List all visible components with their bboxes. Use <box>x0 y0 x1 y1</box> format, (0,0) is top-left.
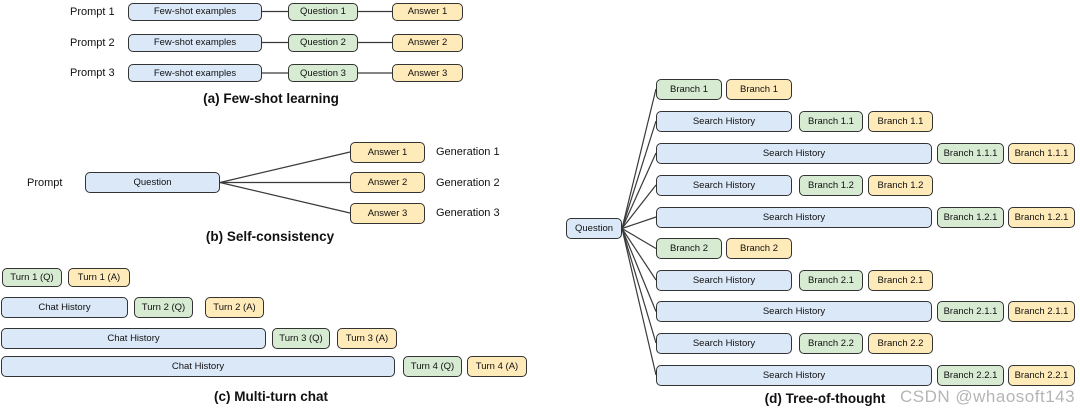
turn-a-box: Turn 3 (A) <box>337 328 397 349</box>
caption-few-shot: (a) Few-shot learning <box>203 91 339 106</box>
turn-q-box: Turn 2 (Q) <box>134 297 193 318</box>
generation-label: Generation 1 <box>436 146 500 158</box>
question-box: Question 1 <box>288 2 358 21</box>
caption-tree-of-thought: (d) Tree-of-thought <box>764 391 886 406</box>
turn-q-box: Turn 4 (Q) <box>403 356 462 377</box>
branch-a-box: Branch 1 <box>726 78 792 100</box>
watermark: CSDN @whaosoft143 <box>900 387 1076 406</box>
generation-label: Generation 3 <box>436 207 500 219</box>
chat-history-box: Chat History <box>1 356 395 377</box>
prompt-label: Prompt 2 <box>70 36 115 49</box>
branch-q-box: Branch 1.2 <box>799 174 863 196</box>
branch-q-box: Branch 2.2.1 <box>937 364 1004 386</box>
generation-label: Generation 2 <box>436 176 500 189</box>
turn-a-box: Turn 4 (A) <box>467 356 527 377</box>
few-shot-examples-box: Few-shot examples <box>128 2 262 21</box>
search-history-box: Search History <box>656 174 792 196</box>
branch-q-box: Branch 1.2.1 <box>937 206 1004 228</box>
answer-box: Answer 3 <box>350 202 425 224</box>
prompt-label: Prompt <box>27 176 63 189</box>
branch-a-box: Branch 2 <box>726 238 792 259</box>
branch-a-box: Branch 1.2 <box>868 174 933 196</box>
turn-a-box: Turn 1 (A) <box>68 268 130 287</box>
branch-a-box: Branch 1.1 <box>868 110 933 132</box>
branch-a-box: Branch 2.2 <box>868 332 933 354</box>
branch-q-box: Branch 2.1 <box>799 269 863 291</box>
answer-box: Answer 1 <box>350 141 425 163</box>
branch-a-box: Branch 1.2.1 <box>1008 206 1075 228</box>
branch-q-box: Branch 1 <box>656 78 722 100</box>
branch-q-box: Branch 1.1.1 <box>937 142 1004 164</box>
branch-q-box: Branch 1.1 <box>799 110 863 132</box>
turn-q-box: Turn 1 (Q) <box>2 268 62 287</box>
search-history-box: Search History <box>656 110 792 132</box>
answer-box: Answer 1 <box>392 2 463 21</box>
branch-q-box: Branch 2.1.1 <box>937 301 1004 322</box>
search-history-box: Search History <box>656 269 792 291</box>
few-shot-examples-box: Few-shot examples <box>128 64 262 82</box>
question-box: Question <box>85 172 220 193</box>
branch-a-box: Branch 2.2.1 <box>1008 364 1075 386</box>
branch-q-box: Branch 2 <box>656 238 722 259</box>
question-box: Question <box>566 218 622 239</box>
search-history-box: Search History <box>656 206 932 228</box>
search-history-box: Search History <box>656 364 932 386</box>
question-box: Question 3 <box>288 64 358 82</box>
search-history-box: Search History <box>656 301 932 322</box>
answer-box: Answer 2 <box>392 33 463 52</box>
answer-box: Answer 2 <box>350 172 425 193</box>
chat-history-box: Chat History <box>1 328 266 349</box>
prompt-label: Prompt 3 <box>70 67 115 79</box>
branch-a-box: Branch 2.1.1 <box>1008 301 1075 322</box>
branch-a-box: Branch 1.1.1 <box>1008 142 1075 164</box>
turn-q-box: Turn 3 (Q) <box>272 328 330 349</box>
prompt-label: Prompt 1 <box>70 5 115 18</box>
few-shot-examples-box: Few-shot examples <box>128 33 262 52</box>
branch-q-box: Branch 2.2 <box>799 332 863 354</box>
caption-multi-turn: (c) Multi-turn chat <box>214 389 328 404</box>
turn-a-box: Turn 2 (A) <box>205 297 264 318</box>
question-box: Question 2 <box>288 33 358 52</box>
branch-a-box: Branch 2.1 <box>868 269 933 291</box>
chat-history-box: Chat History <box>1 297 128 318</box>
search-history-box: Search History <box>656 142 932 164</box>
answer-box: Answer 3 <box>392 64 463 82</box>
search-history-box: Search History <box>656 332 792 354</box>
caption-self-consistency: (b) Self-consistency <box>205 229 335 244</box>
